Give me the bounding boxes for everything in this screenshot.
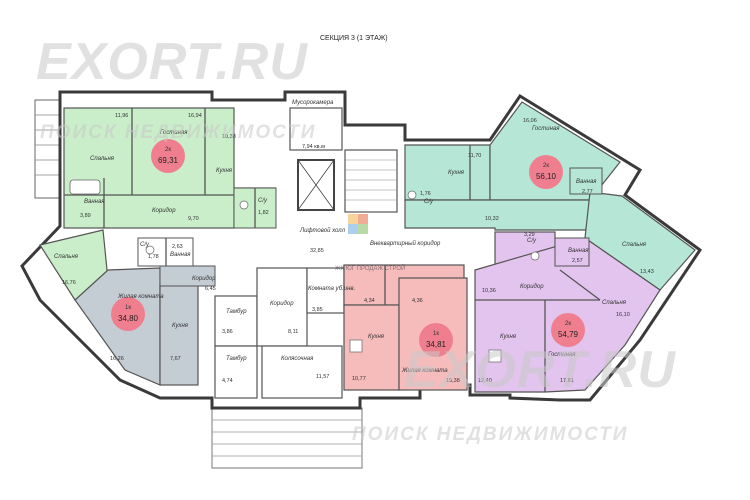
room-label: Внеквартирный коридор [370, 240, 441, 247]
apartment-2k-56 [404, 101, 696, 291]
svg-text:1к: 1к [125, 305, 131, 311]
room-area: 2,57 [572, 258, 583, 264]
room-label: Спальня [622, 242, 647, 248]
lower-common-rooms [214, 267, 345, 399]
room-area: 13,43 [640, 269, 654, 275]
center-logo-watermark: ЖК ЮГ ПРОДАЖ СТРОЙ [335, 214, 405, 272]
room-area: 9,70 [188, 216, 199, 222]
room-label: Спальня [602, 300, 627, 306]
room-area: 2,63 [172, 244, 183, 250]
svg-text:2к: 2к [543, 163, 549, 169]
room-label: Лифтовой холл [299, 227, 346, 234]
room-area: 1,82 [258, 210, 269, 216]
svg-text:69,31: 69,31 [158, 156, 179, 165]
room-area: 10,32 [485, 216, 499, 222]
room-label: Мусорокамера [292, 100, 334, 106]
badge-2k-69[interactable]: 2к 69,31 [151, 139, 185, 173]
room-area: 10,38 [222, 134, 236, 140]
badge-1k-34-81[interactable]: 1к 34,81 [419, 323, 453, 357]
building-outline [20, 90, 703, 410]
svg-text:2к: 2к [565, 321, 571, 327]
common-core [289, 107, 398, 213]
badge-2k-54-79[interactable]: 2к 54,79 [551, 313, 585, 347]
svg-text:2к: 2к [165, 147, 171, 153]
room-area: 3,89 [80, 213, 91, 219]
room-label: Жилая комната [401, 368, 448, 374]
fixtures [69, 179, 540, 363]
room-area: 4,36 [412, 298, 423, 304]
apartment-2k-69 [63, 107, 277, 229]
room-label: Колясочная [281, 356, 314, 362]
room-area: 3,29 [524, 232, 535, 238]
svg-text:ЖК ЮГ ПРОДАЖ СТРОЙ: ЖК ЮГ ПРОДАЖ СТРОЙ [335, 264, 405, 272]
entrance-porch [211, 407, 363, 469]
room-area: 2,77 [582, 189, 593, 195]
room-area: 3,85 [312, 307, 323, 313]
room-area: 11,57 [316, 374, 329, 380]
room-label: Спальня [90, 156, 115, 162]
room-area: 12,40 [478, 378, 492, 384]
room-label: С/у [424, 199, 434, 205]
room-label: С/у [140, 242, 150, 248]
room-label: Коридор [152, 208, 176, 214]
room-area: 32,85 [310, 248, 324, 254]
room-label: Гостиная [532, 126, 560, 132]
svg-text:34,81: 34,81 [426, 340, 447, 349]
room-area: 8,11 [288, 329, 298, 335]
room-label: Кухня [216, 168, 233, 174]
svg-text:1к: 1к [433, 331, 439, 337]
room-label: Кухня [172, 323, 189, 329]
room-area: 17,81 [560, 378, 574, 384]
badge-1k-34-80[interactable]: 1к 34,80 [111, 297, 145, 331]
room-label: Тамбур [226, 356, 247, 362]
room-area: 16,94 [188, 113, 202, 119]
svg-text:34,80: 34,80 [118, 314, 139, 323]
room-label: Гостиная [160, 130, 188, 136]
room-area: 16,06 [523, 118, 537, 124]
left-balcony [34, 99, 60, 199]
room-label: Коридор [520, 284, 544, 290]
room-label: Комната уб.инв. [308, 286, 355, 292]
svg-text:54,79: 54,79 [558, 330, 579, 339]
room-label: Коридор [192, 276, 216, 282]
room-area: 11,70 [468, 153, 481, 159]
room-area: 16,26 [110, 356, 124, 362]
room-area: 16,10 [616, 312, 630, 318]
room-label: Кухня [448, 170, 465, 176]
room-area: 7,67 [170, 356, 181, 362]
svg-text:56,10: 56,10 [536, 172, 557, 181]
room-area: 7,94 кв.м [302, 144, 325, 150]
room-area: 3,86 [222, 329, 233, 335]
room-label: Тамбур [226, 309, 247, 315]
section-title: СЕКЦИЯ 3 (1 ЭТАЖ) [320, 35, 388, 42]
room-label: Кухня [500, 334, 517, 340]
room-label: Коридор [270, 301, 294, 307]
room-label: Ванная [568, 248, 589, 254]
room-area: 4,74 [222, 378, 233, 384]
room-label: Ванная [170, 252, 191, 258]
room-label: Кухня [368, 334, 385, 340]
room-area: 16,76 [62, 280, 76, 286]
room-area: 15,38 [446, 378, 460, 384]
room-area: 1,78 [148, 254, 159, 260]
room-area: 1,76 [420, 191, 431, 197]
room-area: 4,34 [364, 298, 375, 304]
room-area: 6,45 [205, 286, 216, 292]
room-area: 11,96 [115, 113, 128, 119]
badge-2k-56[interactable]: 2к 56,10 [529, 155, 563, 189]
room-area: 10,36 [482, 288, 496, 294]
room-label: Ванная [84, 199, 105, 205]
room-label: Жилая комната [117, 294, 164, 300]
room-label: Ванная [576, 179, 597, 185]
room-label: С/у [527, 238, 537, 244]
room-label: Спальня [54, 254, 79, 260]
room-label: Гостиная [548, 352, 576, 358]
room-area: 10,77 [352, 376, 366, 382]
room-label: С/у [258, 198, 268, 204]
